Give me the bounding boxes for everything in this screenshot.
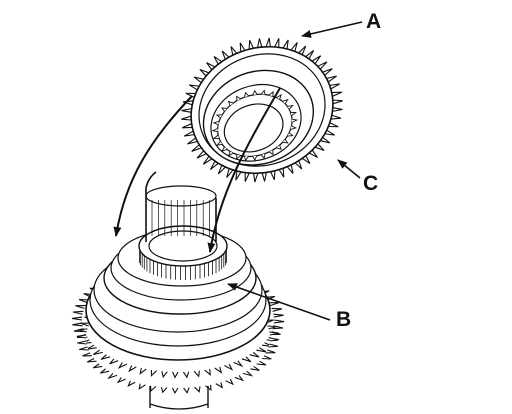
assembly-arrow-right xyxy=(207,87,281,253)
leader-line-c xyxy=(337,159,361,179)
leader-line-b xyxy=(227,283,331,321)
leader-line-a xyxy=(301,21,363,38)
callout-label-c: C xyxy=(363,172,379,195)
leader-lines xyxy=(227,21,363,321)
main-shaft xyxy=(145,171,217,242)
lower-gear-assembly xyxy=(71,171,285,410)
upper-gear xyxy=(181,37,343,183)
assembly-arrow-left xyxy=(113,95,193,237)
assembly-arrows xyxy=(113,87,281,253)
hub-splines xyxy=(139,249,227,280)
upper-gear-teeth xyxy=(181,37,343,183)
callout-label-a: A xyxy=(366,10,382,33)
callout-label-b: B xyxy=(336,308,352,331)
